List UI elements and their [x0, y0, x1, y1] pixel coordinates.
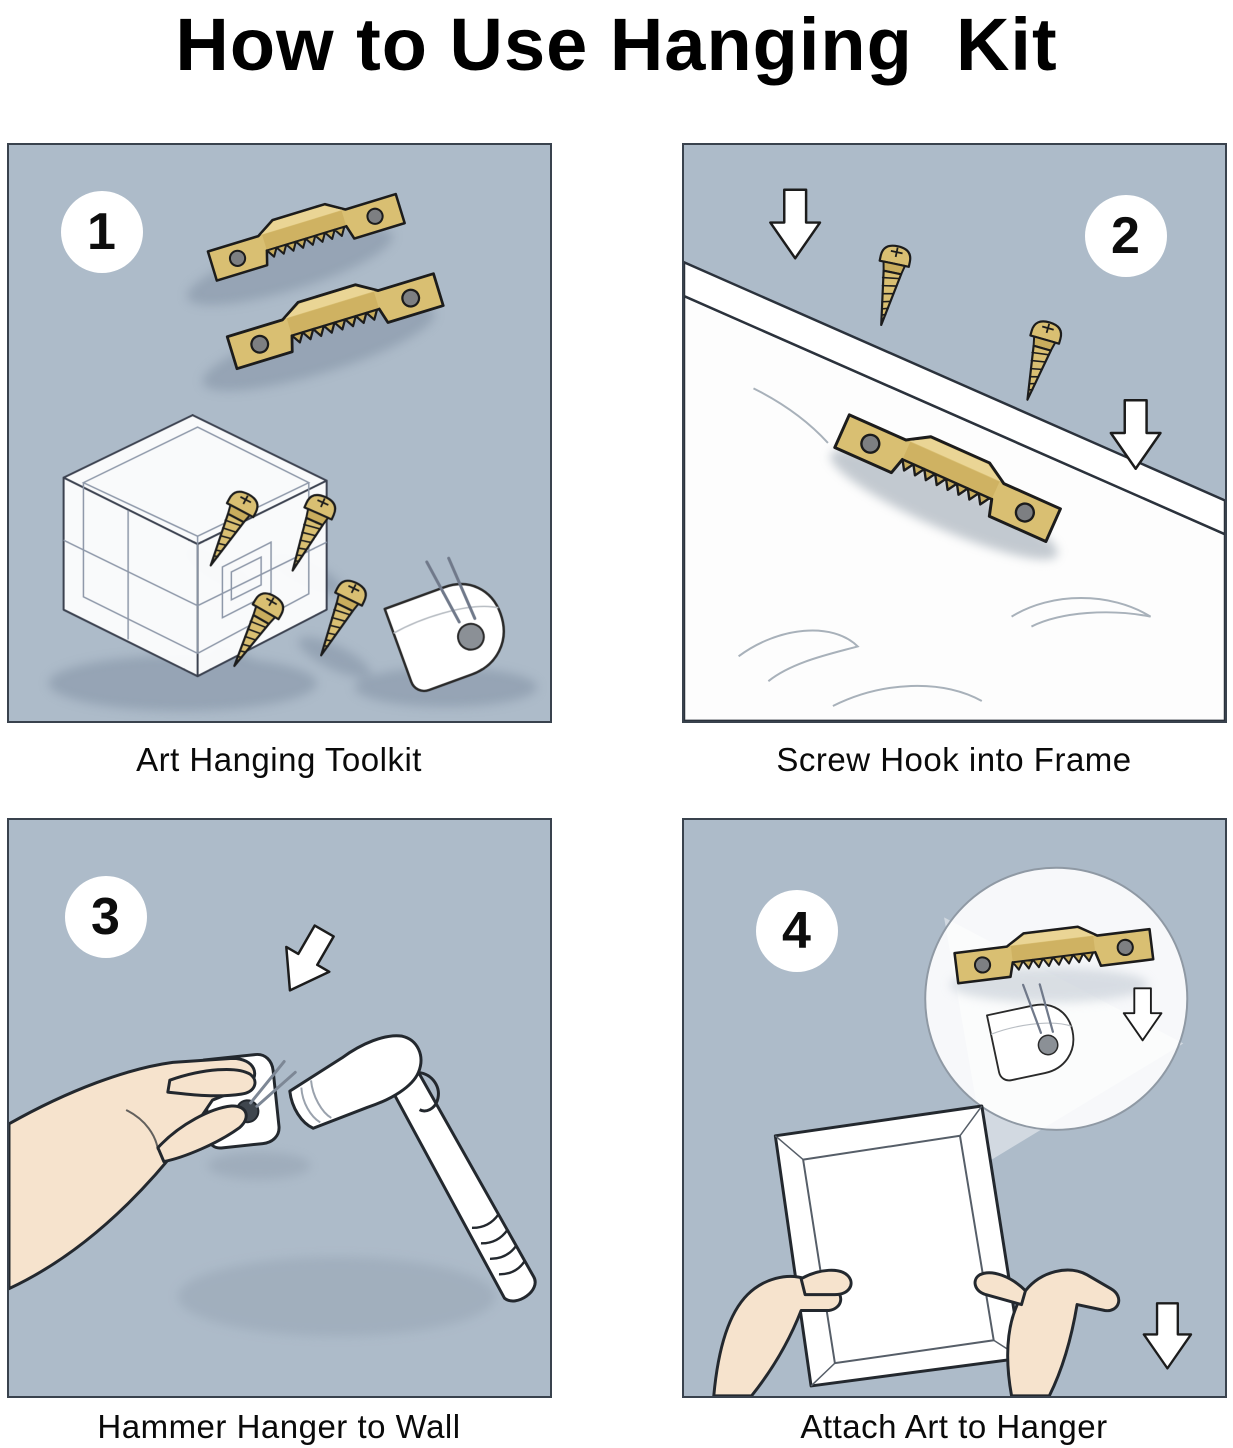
- steps-grid: 1: [0, 143, 1233, 1446]
- step-number: 1: [87, 203, 116, 261]
- magnifier-circle-icon: [923, 866, 1188, 1131]
- down-arrow-icon: [266, 917, 347, 1004]
- step-number: 4: [782, 901, 811, 960]
- page-title: How to Use Hanging Kit: [175, 3, 1058, 86]
- wood-grain: [737, 387, 1151, 707]
- hand-icon: [711, 1268, 1120, 1396]
- step-1: 1: [6, 143, 552, 818]
- down-arrow-icon: [1142, 1302, 1192, 1370]
- step-3-caption: Hammer Hanger to Wall: [97, 1407, 461, 1445]
- step-1-number-badge: 1: [60, 191, 143, 273]
- step-1-caption: Art Hanging Toolkit: [136, 741, 422, 778]
- step-2-caption: Screw Hook into Frame: [776, 741, 1132, 778]
- step-4: 4: [681, 817, 1227, 1446]
- hand-icon: [8, 1056, 256, 1291]
- step-number: 2: [1111, 207, 1140, 265]
- attach-art-illustration: [711, 866, 1192, 1396]
- step-2-number-badge: 2: [1084, 195, 1167, 277]
- step-4-panel: 4: [681, 817, 1227, 1398]
- step-1-panel: 1: [6, 143, 552, 723]
- shadow: [207, 1151, 311, 1180]
- step-number: 3: [91, 887, 120, 946]
- step-2: 2: [681, 143, 1227, 818]
- screw-into-frame-illustration: [683, 188, 1225, 721]
- canvas-icon: [773, 1104, 1023, 1388]
- step-2-panel: 2: [681, 143, 1227, 723]
- toolkit-illustration: [48, 182, 537, 711]
- step-3-panel: 3: [6, 817, 552, 1398]
- hammer-hanger-illustration: [8, 917, 537, 1337]
- shadow: [177, 1256, 495, 1337]
- hammer-icon: [287, 1034, 537, 1303]
- step-3: 3: [6, 817, 552, 1446]
- step-4-number-badge: 4: [755, 889, 838, 972]
- storage-box-icon: [62, 414, 328, 678]
- step-3-number-badge: 3: [64, 875, 147, 958]
- title-bar: How to Use Hanging Kit: [0, 0, 1233, 143]
- step-4-caption: Attach Art to Hanger: [800, 1407, 1108, 1445]
- shadow: [829, 449, 1058, 560]
